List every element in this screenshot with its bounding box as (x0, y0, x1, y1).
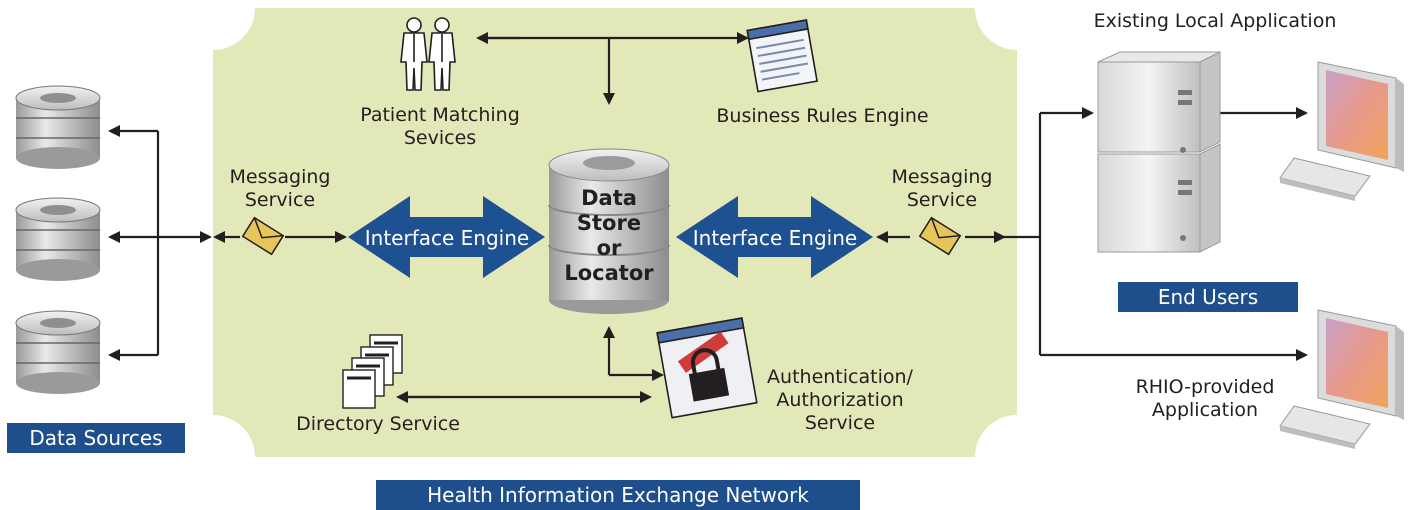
business-rules-label: Business Rules Engine (716, 105, 929, 127)
messaging-envelope-left (241, 216, 285, 256)
database-icon (15, 197, 101, 281)
desktop-computer-icon (1279, 61, 1404, 201)
messaging-left-line-2: Service (244, 189, 316, 211)
envelope-icon (918, 216, 962, 256)
data-source-database-2 (15, 197, 101, 281)
people-icon (400, 17, 456, 91)
directory-documents (342, 334, 403, 409)
auth-line-3: Service (804, 412, 876, 434)
end-user-computer-2 (1279, 309, 1404, 449)
data-store-line-1: Data (581, 186, 637, 210)
data-source-database-1 (15, 85, 101, 169)
authentication-window (656, 317, 758, 419)
end-user-computer-1 (1279, 61, 1404, 201)
browser-window-icon (746, 19, 819, 93)
server-tower-icon (1097, 51, 1221, 253)
auth-line-1: Authentication/ (767, 366, 913, 388)
messaging-right-line-2: Service (906, 189, 978, 211)
data-store-locator (548, 148, 670, 314)
rhio-line-2: Application (1151, 399, 1259, 421)
data-source-connectors (108, 125, 347, 361)
local-application-server (1097, 51, 1221, 253)
data-store-connectors (396, 32, 749, 403)
messaging-right-line-1: Messaging (891, 166, 993, 188)
existing-local-application-label: Existing Local Application (1093, 10, 1337, 32)
messaging-envelope-right (918, 216, 962, 256)
interface-engine-arrow-left (348, 196, 545, 278)
interface-engine-arrow-right (676, 196, 873, 278)
envelope-icon (241, 216, 285, 256)
business-rules-window (746, 19, 819, 93)
rhio-application-label: RHIO-provided Application (1120, 376, 1290, 422)
messaging-left-line-1: Messaging (229, 166, 331, 188)
directory-service-label: Directory Service (296, 413, 460, 435)
database-icon (15, 85, 101, 169)
data-store-label: Data Store or Locator (549, 186, 669, 286)
padlock-window-icon (656, 317, 758, 419)
data-store-line-4: Locator (564, 261, 654, 285)
data-store-line-2: Store (576, 211, 642, 235)
interface-engine-right-label: Interface Engine (692, 226, 858, 250)
database-icon (15, 310, 101, 394)
patient-matching-label: Patient Matching Sevices (340, 104, 540, 150)
desktop-computer-icon (1279, 309, 1404, 449)
interface-engine-left-label: Interface Engine (364, 226, 530, 250)
messaging-service-right-label: Messaging Service (872, 166, 1012, 212)
hie-network-banner: Health Information Exchange Network (376, 480, 860, 510)
data-store-line-3: or (596, 236, 622, 260)
data-sources-banner: Data Sources (7, 423, 185, 453)
data-source-database-3 (15, 310, 101, 394)
rhio-line-1: RHIO-provided (1135, 376, 1275, 398)
patient-matching-line-1: Patient Matching (360, 104, 520, 126)
authentication-service-label: Authentication/ Authorization Service (750, 366, 930, 435)
patient-matching-people (400, 17, 456, 91)
patient-matching-line-2: Sevices (403, 127, 477, 149)
end-users-banner: End Users (1118, 282, 1298, 312)
document-stack-icon (342, 334, 403, 409)
end-user-connectors (876, 107, 1308, 361)
messaging-service-left-label: Messaging Service (210, 166, 350, 212)
auth-line-2: Authorization (776, 389, 904, 411)
database-icon (548, 148, 670, 314)
